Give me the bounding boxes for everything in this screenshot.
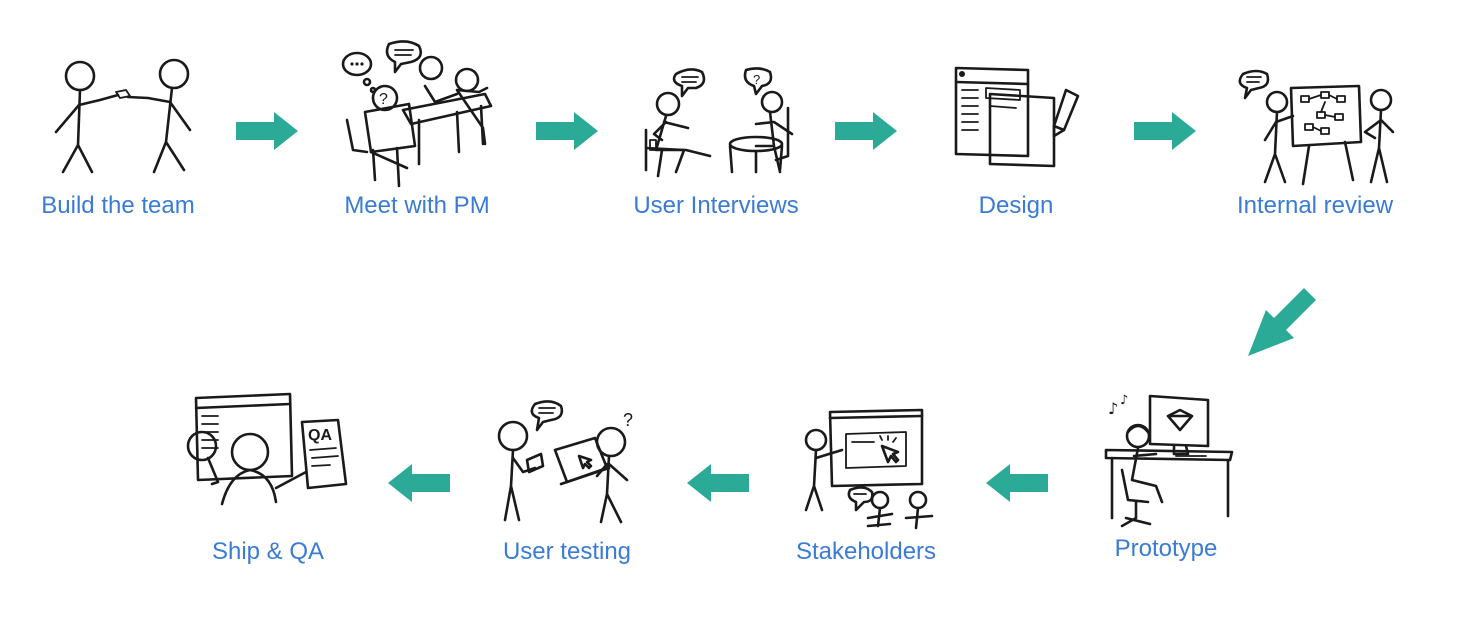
step-label: User testing: [502, 538, 632, 565]
step-ship-and-qa: QA Ship & QA: [158, 392, 378, 622]
presentation-icon: [804, 408, 934, 530]
step-user-interviews: ? User Interviews: [606, 60, 826, 290]
arrow-left-icon: [986, 464, 1048, 502]
ship-qa-icon: QA: [186, 392, 348, 506]
handshake-icon: [54, 58, 192, 174]
step-internal-review: Internal review: [1205, 62, 1425, 292]
step-label: Design: [978, 192, 1054, 219]
arrow-right-icon: [835, 112, 897, 150]
step-label: Internal review: [1236, 192, 1394, 219]
arrow-right-icon: [536, 112, 598, 150]
step-label: Ship & QA: [211, 538, 325, 565]
step-build-the-team: Build the team: [8, 50, 228, 280]
svg-text:QA: QA: [308, 427, 332, 444]
whiteboard-review-icon: [1238, 69, 1395, 186]
svg-text:?: ?: [623, 410, 633, 430]
arrow-right-icon: [1134, 112, 1196, 150]
arrow-down-left-icon: [1248, 288, 1316, 356]
step-meet-with-pm: ? Meet with PM: [307, 40, 527, 270]
step-user-testing: ? User testing: [457, 396, 677, 626]
step-design: Design: [906, 60, 1126, 290]
step-prototype: ♪ ♪ Prototype: [1056, 390, 1276, 620]
svg-text:?: ?: [753, 72, 760, 87]
step-label: Prototype: [1114, 535, 1218, 562]
step-label: Build the team: [41, 192, 195, 219]
svg-text:?: ?: [379, 91, 388, 108]
user-testing-icon: ?: [497, 400, 633, 524]
step-label: User Interviews: [633, 192, 799, 219]
arrow-left-icon: [687, 464, 749, 502]
interview-icon: ?: [644, 67, 794, 178]
arrow-left-icon: [388, 464, 450, 502]
step-label: Meet with PM: [344, 192, 490, 219]
step-label: Stakeholders: [795, 538, 937, 565]
meeting-icon: ?: [341, 40, 493, 188]
prototype-desk-icon: ♪ ♪: [1104, 393, 1234, 528]
step-stakeholders: Stakeholders: [756, 406, 976, 636]
svg-text:♪: ♪: [1120, 393, 1128, 408]
design-icon: [954, 66, 1080, 168]
svg-text:♪: ♪: [1108, 399, 1118, 418]
arrow-right-icon: [236, 112, 298, 150]
